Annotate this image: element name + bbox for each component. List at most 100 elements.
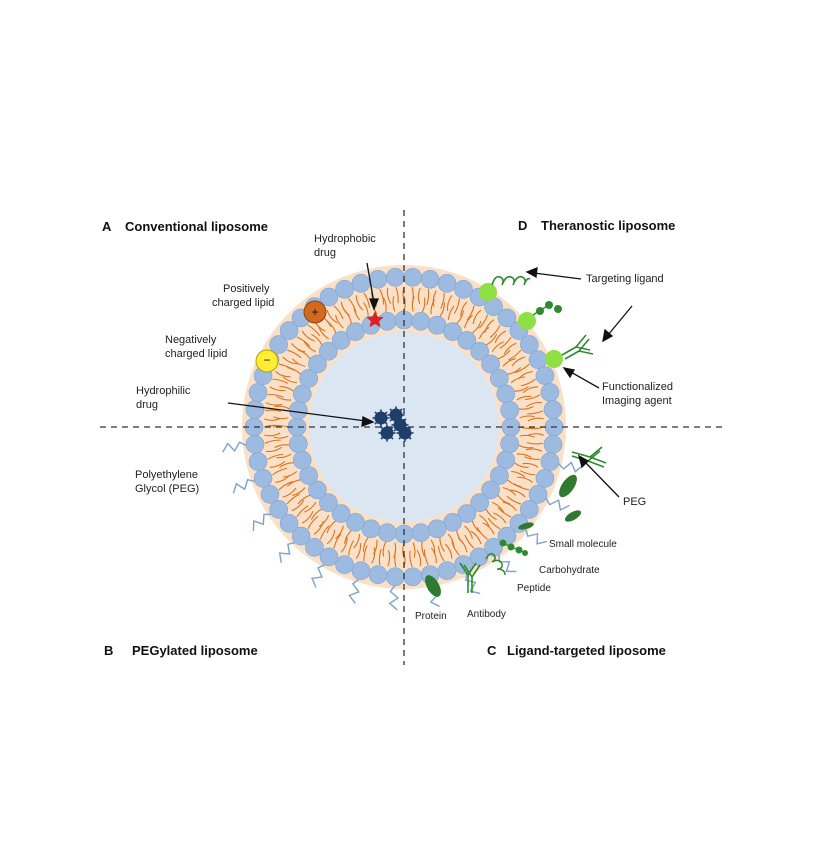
lipid-tail	[348, 298, 357, 313]
lipid-tail	[447, 305, 455, 320]
protein-icon	[564, 510, 582, 522]
lipid-tail	[267, 394, 284, 398]
lipid-tail	[296, 505, 309, 518]
lipid-tail	[276, 395, 292, 401]
lipid-tail	[502, 358, 516, 367]
targeting-ligand-label: Targeting ligand	[586, 273, 664, 285]
lipid-tail	[411, 296, 415, 312]
lipid-head	[331, 331, 351, 350]
lipid-tail	[507, 367, 522, 375]
lipid-head	[500, 434, 519, 454]
lipid-tail	[379, 288, 385, 305]
lipid-tail	[264, 409, 282, 412]
lipid-head	[260, 485, 280, 504]
lipid-tail	[304, 502, 317, 513]
lipid-head	[385, 567, 405, 587]
lipid-tail	[513, 462, 529, 469]
lipid-head	[346, 513, 365, 532]
lipid-head	[279, 321, 299, 340]
drug-spike	[389, 435, 394, 440]
lipid-tail	[264, 418, 281, 421]
drug-spike	[398, 435, 403, 440]
lipid-head	[319, 287, 339, 307]
lipid-tail	[417, 287, 421, 305]
lipid-tail	[282, 376, 297, 384]
lipid-tail	[478, 326, 490, 340]
lipid-tail	[502, 501, 517, 511]
lipid-tail	[508, 349, 522, 361]
lipid-head	[292, 450, 312, 470]
lipid-tail	[273, 435, 289, 439]
quadrant-c-title: Ligand-targeted liposome	[507, 643, 666, 658]
drug-spike	[383, 420, 388, 425]
lipid-tail	[460, 301, 468, 317]
lipid-head	[308, 354, 327, 374]
peg-chain	[348, 578, 360, 604]
lipid-tail	[311, 333, 323, 346]
lipid-tail	[482, 522, 495, 535]
quadrant-b-letter: B	[104, 643, 113, 658]
lipid-head	[490, 466, 509, 485]
lipid-tail	[353, 305, 361, 321]
lipid-tail	[471, 520, 482, 534]
chain-ligand-icon	[532, 301, 562, 316]
targeting-ligand-anchor	[479, 283, 497, 301]
lipid-tail	[526, 401, 542, 408]
lipid-head	[331, 504, 351, 523]
lipid-tail	[353, 534, 361, 549]
lipid-tail	[506, 495, 522, 505]
lipid-head	[520, 500, 539, 519]
lipid-tail	[286, 349, 302, 359]
lipid-tails	[263, 286, 545, 568]
lipid-head	[540, 383, 560, 402]
lipid-tail	[326, 529, 336, 545]
lipid-tail	[526, 442, 544, 445]
lipid-tail	[363, 545, 368, 562]
lipid-tail	[485, 508, 497, 521]
lipid-head	[269, 335, 288, 354]
lipid-tail	[485, 334, 498, 346]
peptide-label: Peptide	[517, 583, 551, 594]
antibody-icon	[459, 562, 481, 593]
lipid-tail	[371, 547, 376, 564]
lipid-tail	[291, 343, 306, 353]
peg-chains	[222, 441, 584, 611]
lipid-head	[245, 400, 265, 419]
lipid-tail	[264, 432, 281, 437]
lipid-tail	[499, 336, 512, 349]
lipid-head	[245, 435, 265, 454]
lipid-tail	[522, 386, 539, 394]
lipid-tail	[451, 541, 460, 556]
lipid-tail	[494, 330, 507, 344]
lipid-tail	[279, 385, 295, 392]
lipid-tail	[510, 376, 526, 384]
lipid-tail	[363, 302, 369, 317]
lipid-tail	[363, 292, 371, 308]
peg-chain	[498, 554, 517, 573]
lipid-tail	[276, 453, 292, 459]
lipid-head	[377, 523, 397, 542]
lipid-tail	[519, 434, 535, 438]
peg-chain	[278, 541, 296, 563]
lipid-tail	[333, 305, 344, 320]
lipid-tail	[506, 479, 521, 488]
lipid-tail	[511, 470, 526, 478]
lipid-head	[481, 480, 500, 500]
lipid-tail	[517, 476, 533, 483]
negative-lipid-label-1: Negatively	[165, 334, 217, 346]
lipid-tail	[476, 526, 488, 540]
lipid-head	[248, 452, 268, 471]
lipid-tail	[335, 525, 344, 540]
carbohydrate-label: Carbohydrate	[539, 565, 600, 576]
drug-spike	[374, 411, 379, 416]
lipid-tail	[527, 417, 544, 422]
lipid-tail	[426, 289, 430, 306]
lipid-tail	[333, 533, 342, 549]
lipid-head	[291, 526, 311, 546]
peg-chain	[232, 478, 255, 494]
lipid-tail	[267, 453, 284, 460]
lipid-head	[351, 561, 371, 580]
drug-spike	[389, 408, 394, 413]
lipid-head	[279, 514, 299, 533]
protein-icon	[518, 522, 534, 530]
